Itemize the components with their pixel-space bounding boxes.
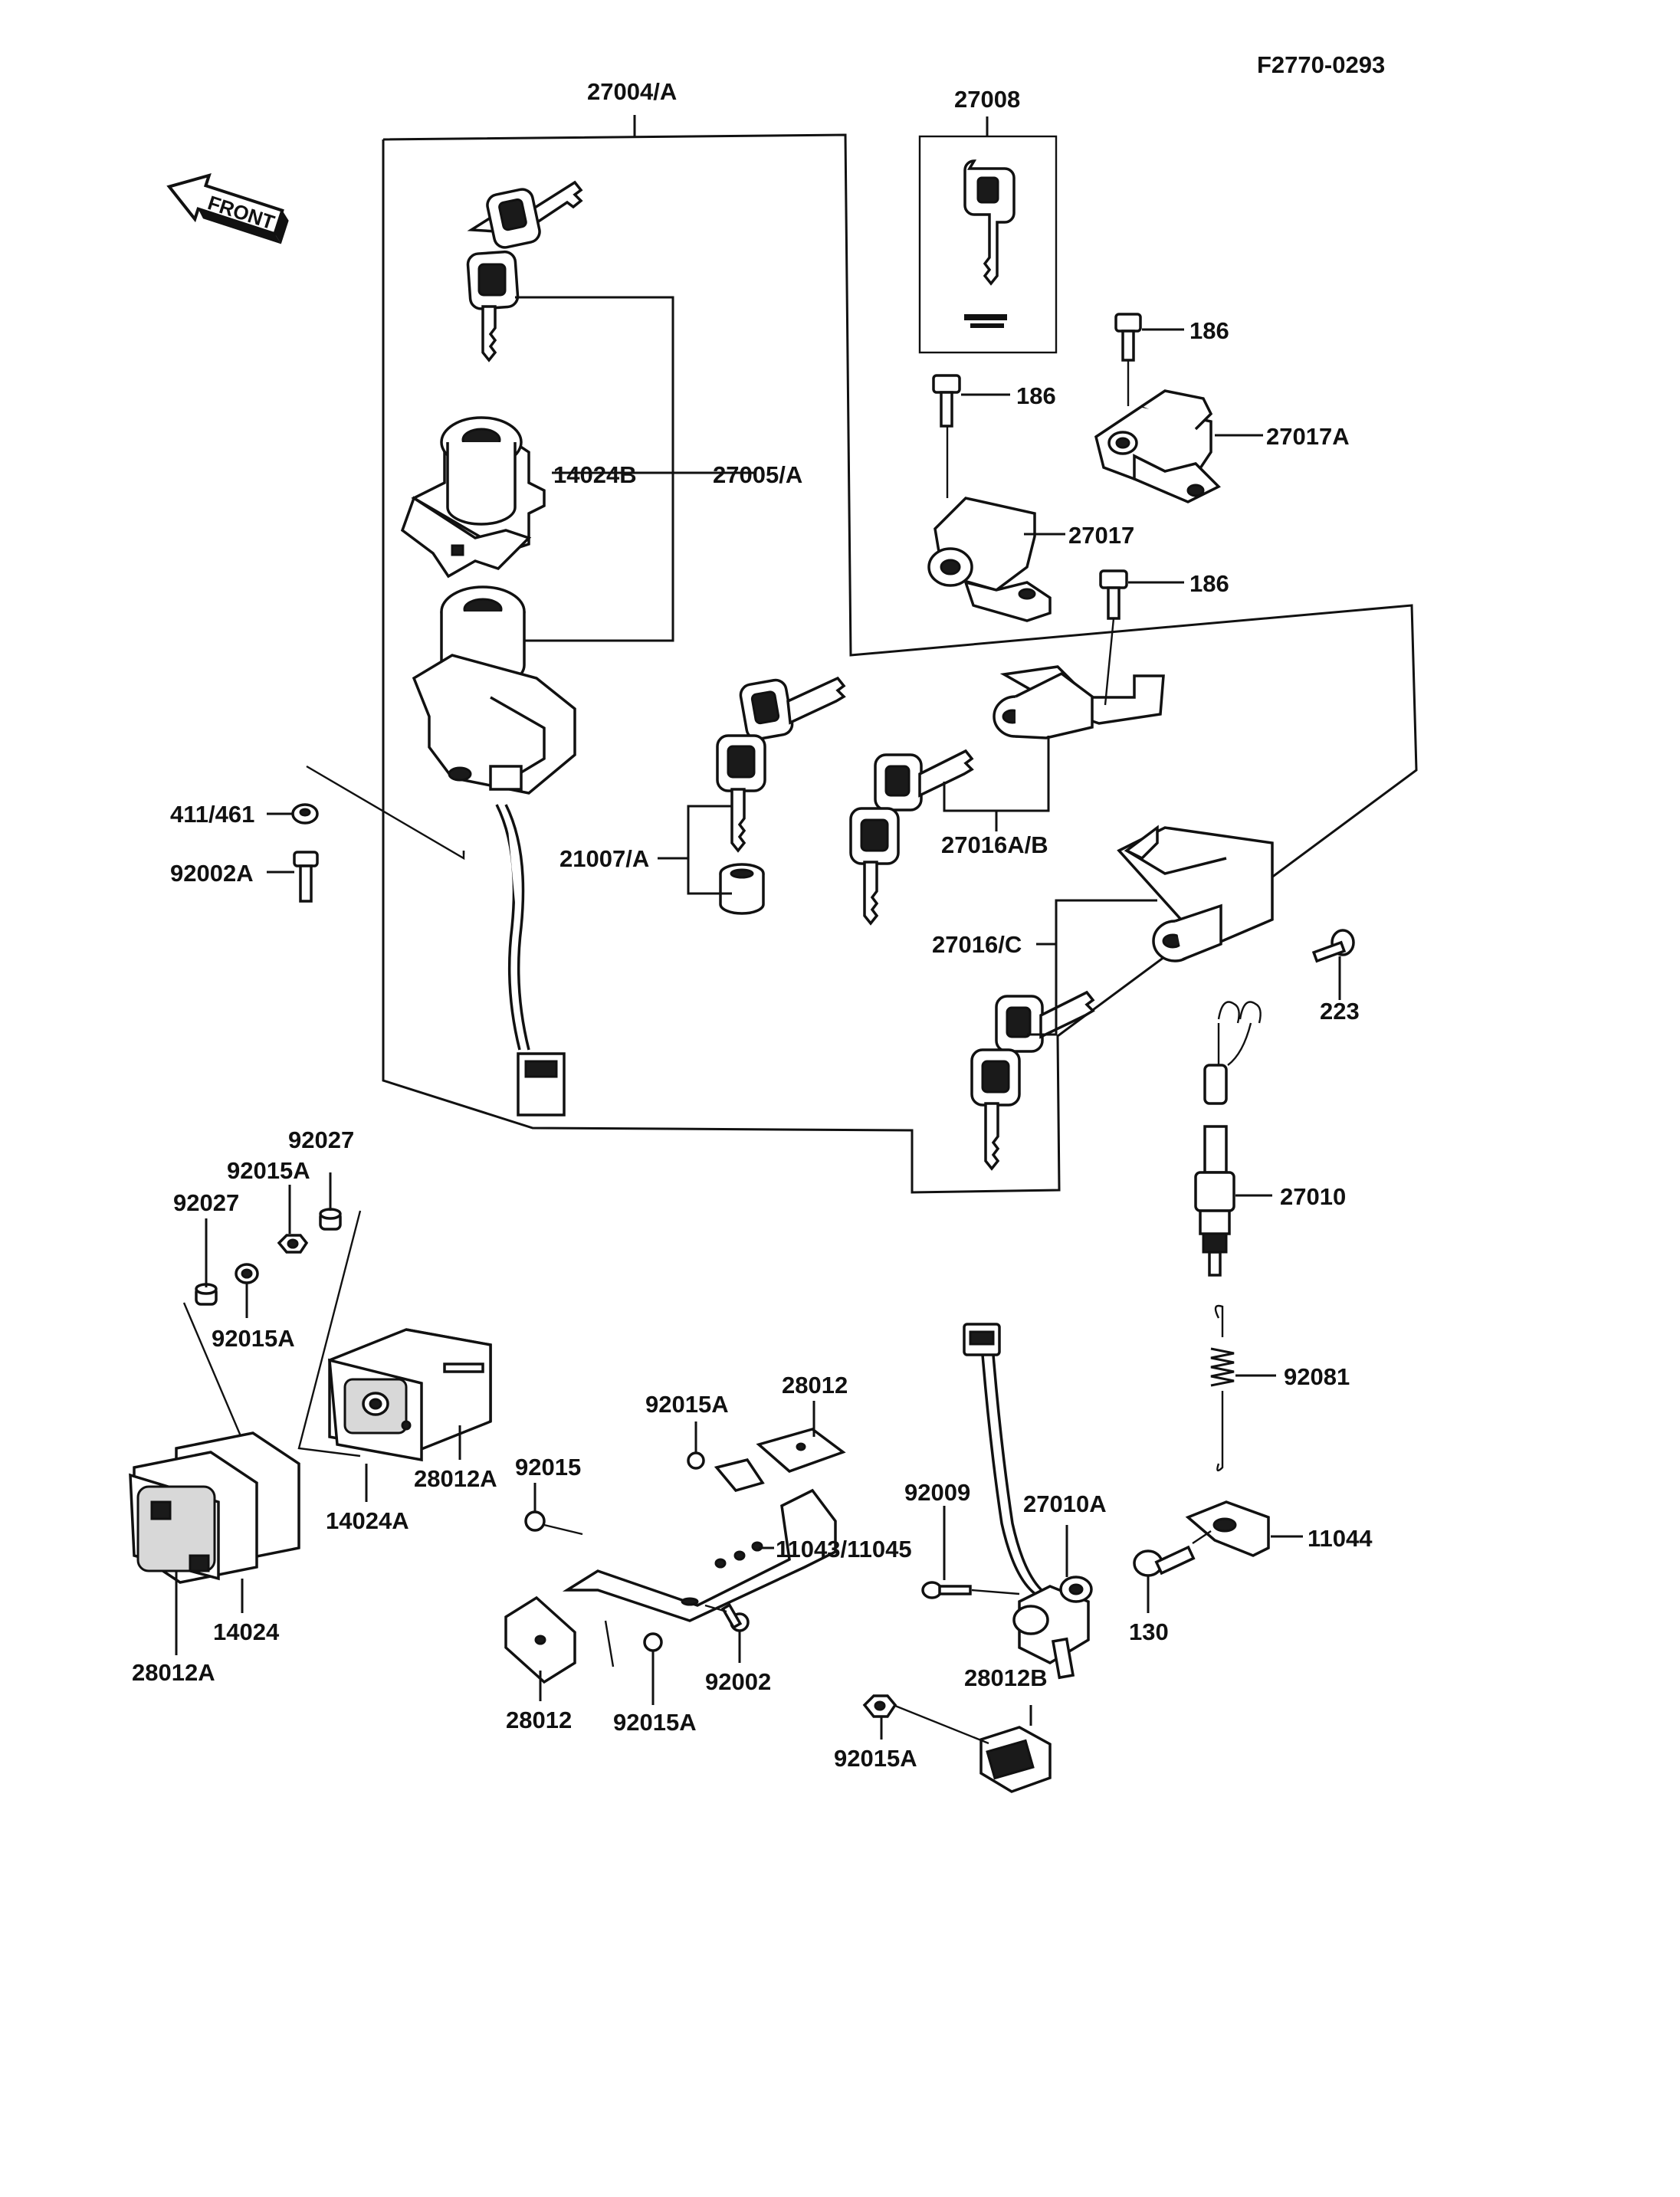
label-223: 223 (1320, 998, 1360, 1025)
ignition-switch (412, 585, 576, 1117)
label-14024a: 14024A (326, 1507, 409, 1534)
label-92027-a: 92027 (173, 1189, 239, 1216)
nut-92015 (524, 1510, 546, 1532)
label-92009: 92009 (904, 1479, 970, 1506)
bolt-92009 (921, 1581, 972, 1599)
bolt-186-c (1099, 569, 1128, 620)
label-92015a-a: 92015A (212, 1325, 295, 1352)
label-92027-b: 92027 (288, 1126, 354, 1153)
screw-92002 (720, 1603, 750, 1632)
nut-92015a-b (277, 1234, 309, 1254)
label-27008: 27008 (954, 86, 1020, 113)
bolt-186-a (1114, 313, 1142, 362)
label-92002a: 92002A (170, 860, 254, 887)
grommet-28012b (979, 1726, 1052, 1793)
label-186-c: 186 (1189, 570, 1229, 597)
figure-code: F2770-0293 (1257, 51, 1385, 78)
label-28012a-b: 28012A (132, 1659, 215, 1686)
front-arrow-icon: FRONT (166, 172, 289, 244)
plate-28012-b (504, 1595, 576, 1684)
label-27017a: 27017A (1266, 423, 1350, 450)
switch-27010 (1194, 1001, 1262, 1277)
washer-411-461 (291, 803, 319, 825)
label-186-a: 186 (1189, 317, 1229, 344)
label-11044: 11044 (1308, 1525, 1373, 1552)
label-92002: 92002 (705, 1668, 771, 1695)
reflector-14024a (328, 1328, 492, 1462)
label-28012a-a: 28012A (414, 1465, 497, 1492)
label-28012-b: 28012 (506, 1707, 572, 1733)
bolt-92002a (293, 851, 319, 903)
label-92015a-b: 92015A (227, 1157, 310, 1184)
keys-21007a (716, 676, 846, 915)
nut-92015a-e (862, 1694, 897, 1718)
label-21007a: 21007/A (559, 845, 649, 872)
bracket-27017a (1094, 389, 1221, 503)
bolt-130 (1133, 1545, 1196, 1577)
label-92081: 92081 (1284, 1363, 1350, 1390)
plate-28012-a (756, 1428, 846, 1473)
nut-92015a-c (687, 1451, 705, 1470)
label-27010: 27010 (1280, 1183, 1346, 1210)
bracket-11044 (1185, 1500, 1270, 1557)
label-92015a-c: 92015A (645, 1391, 729, 1418)
bracket-27017 (927, 497, 1052, 622)
spacer-92027-b (319, 1208, 342, 1231)
switch-27010a (963, 1323, 1093, 1680)
bracket-11043-11045 (562, 1458, 837, 1667)
label-14024: 14024 (213, 1618, 280, 1645)
spring-92081 (1210, 1304, 1235, 1472)
bolt-186-b (932, 374, 961, 428)
label-28012b: 28012B (964, 1664, 1048, 1691)
lock-cylinder-14024b (400, 416, 546, 579)
screw-223 (1311, 929, 1355, 963)
label-27004a: 27004/A (587, 78, 677, 105)
label-92015a-e: 92015A (834, 1745, 917, 1772)
key-card-27008 (918, 116, 1058, 354)
label-28012-a: 28012 (782, 1372, 848, 1399)
label-27017: 27017 (1068, 522, 1134, 549)
label-130: 130 (1129, 1618, 1169, 1645)
label-411-461: 411/461 (170, 801, 254, 828)
keys-27016ab (849, 749, 974, 926)
label-92015: 92015 (515, 1454, 581, 1481)
label-27016ab: 27016A/B (941, 831, 1048, 858)
nut-92015a-d (643, 1632, 663, 1652)
label-14024b: 14024B (553, 461, 637, 488)
key-pair-top (466, 180, 583, 362)
label-27005a: 27005/A (713, 461, 802, 488)
lock-27016c (1117, 825, 1274, 962)
label-92015a-d: 92015A (613, 1709, 697, 1736)
label-186-b: 186 (1016, 382, 1056, 409)
label-11043-11045: 11043/11045 (776, 1536, 912, 1562)
label-27010a: 27010A (1023, 1490, 1107, 1517)
reflector-14024 (129, 1431, 300, 1584)
main-set-outline (382, 115, 1418, 1194)
lock-27016ab (993, 665, 1165, 739)
keys-27016c (970, 990, 1095, 1171)
label-27016c: 27016/C (932, 931, 1022, 958)
washer-92015a-a (235, 1263, 259, 1284)
